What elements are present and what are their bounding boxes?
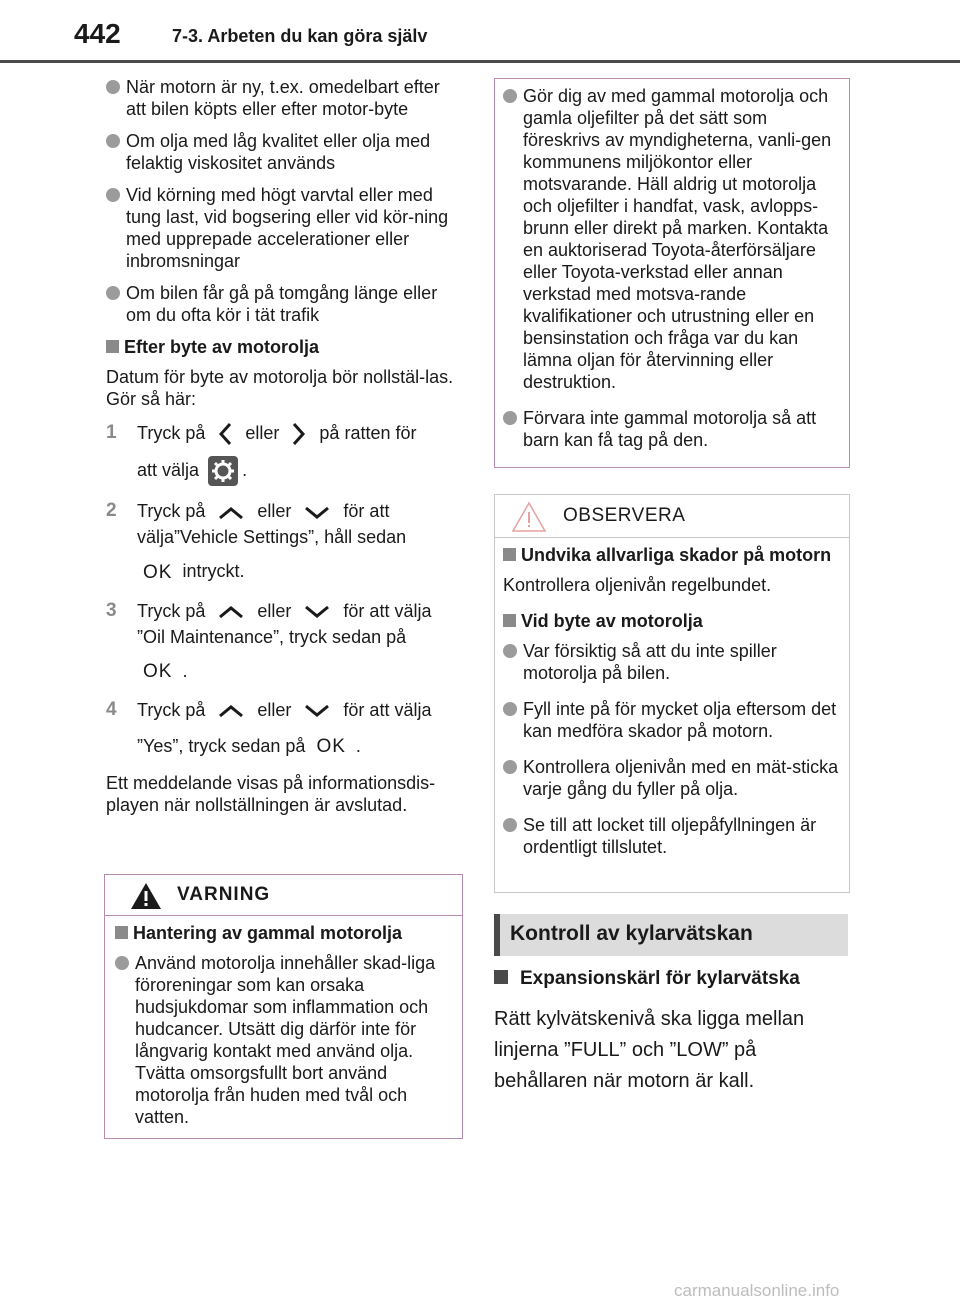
coolant-text: Rätt kylvätskenivå ska ligga mellan linj…	[494, 1008, 805, 1092]
bullet-dot-icon	[503, 818, 517, 832]
observera-title-bar: OBSERVERA	[495, 495, 849, 538]
square-bullet-icon	[106, 340, 119, 353]
observera-title: OBSERVERA	[563, 505, 686, 526]
section-stripe	[494, 914, 500, 956]
warning-box: VARNING Hantering av gammal motorolja An…	[104, 874, 463, 1139]
list-item: Om bilen får gå på tomgång länge eller o…	[106, 282, 462, 326]
square-bullet-icon	[503, 548, 516, 561]
chevron-up-icon	[218, 506, 244, 520]
list-item: Vid körning med högt varvtal eller med t…	[106, 184, 462, 272]
bullet-dot-icon	[503, 644, 517, 658]
page-number: 442	[74, 18, 121, 49]
bullet-dot-icon	[106, 188, 120, 202]
step-4: 4 Tryck på eller för att välja ”Yes”, tr…	[106, 697, 462, 760]
bullet-dot-icon	[503, 760, 517, 774]
ok-button-icon: OK	[316, 736, 346, 757]
done-text: Ett meddelande visas på informationsdis-…	[106, 773, 436, 815]
header-divider	[0, 60, 960, 63]
warning-triangle-icon	[129, 881, 163, 916]
square-bullet-icon	[503, 614, 516, 627]
bullet-dot-icon	[106, 80, 120, 94]
section-title: Kontroll av kylarvätskan	[510, 922, 753, 945]
section-title-bar: Kontroll av kylarvätskan	[494, 914, 848, 956]
observera-heading-2: Vid byte av motorolja	[503, 610, 843, 632]
step-1: 1 Tryck på eller på ratten för att välja…	[106, 420, 462, 487]
step-3: 3 Tryck på eller för att välja ”Oil Main…	[106, 598, 462, 685]
bullet-dot-icon	[106, 134, 120, 148]
watermark: carmanualsonline.info	[674, 1281, 840, 1300]
observera-text-1: Kontrollera oljenivån regelbundet.	[503, 575, 772, 595]
step-2: 2 Tryck på eller för att välja”Vehicle S…	[106, 498, 462, 585]
list-item: Kontrollera oljenivån med en mät-sticka …	[503, 756, 843, 800]
list-item: Gör dig av med gammal motorolja och gaml…	[503, 85, 843, 393]
warning-title: VARNING	[177, 884, 271, 905]
chevron-up-icon	[218, 704, 244, 718]
chevron-left-icon	[218, 422, 232, 446]
bullet-dot-icon	[503, 702, 517, 716]
warning-heading: Hantering av gammal motorolja	[115, 922, 452, 944]
list-item: Var försiktig så att du inte spiller mot…	[503, 640, 843, 684]
page-header: 442 7-3. Arbeten du kan göra själv	[0, 0, 960, 63]
chapter-title: 7-3. Arbeten du kan göra själv	[172, 26, 428, 46]
coolant-heading: Expansionskärl för kylarvätska	[494, 968, 854, 990]
list-item: Använd motorolja innehåller skad-liga fö…	[115, 952, 452, 1128]
ok-button-icon: OK	[143, 561, 173, 583]
bullet-dot-icon	[503, 411, 517, 425]
square-bullet-icon	[115, 926, 128, 939]
list-item: Se till att locket till oljepåfyllningen…	[503, 814, 843, 858]
list-item: Om olja med låg kvalitet eller olja med …	[106, 130, 462, 174]
gear-icon	[208, 456, 239, 487]
bullet-dot-icon	[115, 956, 129, 970]
list-item: Förvara inte gammal motorolja så att bar…	[503, 407, 843, 451]
ok-button-icon: OK	[143, 660, 173, 682]
observera-heading-1: Undvika allvarliga skador på motorn	[503, 544, 843, 566]
list-item: När motorn är ny, t.ex. omedelbart efter…	[106, 76, 462, 120]
chevron-down-icon	[304, 605, 330, 619]
chevron-right-icon	[292, 422, 306, 446]
square-bullet-icon	[494, 970, 508, 984]
warning-title-bar: VARNING	[105, 875, 462, 916]
list-item: Fyll inte på för mycket olja eftersom de…	[503, 698, 843, 742]
bullet-dot-icon	[106, 286, 120, 300]
chevron-up-icon	[218, 605, 244, 619]
observera-box: OBSERVERA Undvika allvarliga skador på m…	[494, 494, 850, 893]
disposal-info-box: Gör dig av med gammal motorolja och gaml…	[494, 78, 850, 468]
chevron-down-icon	[304, 506, 330, 520]
reset-heading: Efter byte av motorolja	[106, 336, 462, 358]
caution-triangle-icon	[511, 501, 547, 538]
reset-intro: Datum för byte av motorolja bör nollstäl…	[106, 367, 454, 409]
left-column: När motorn är ny, t.ex. omedelbart efter…	[106, 76, 462, 826]
chevron-down-icon	[304, 704, 330, 718]
bullet-dot-icon	[503, 89, 517, 103]
